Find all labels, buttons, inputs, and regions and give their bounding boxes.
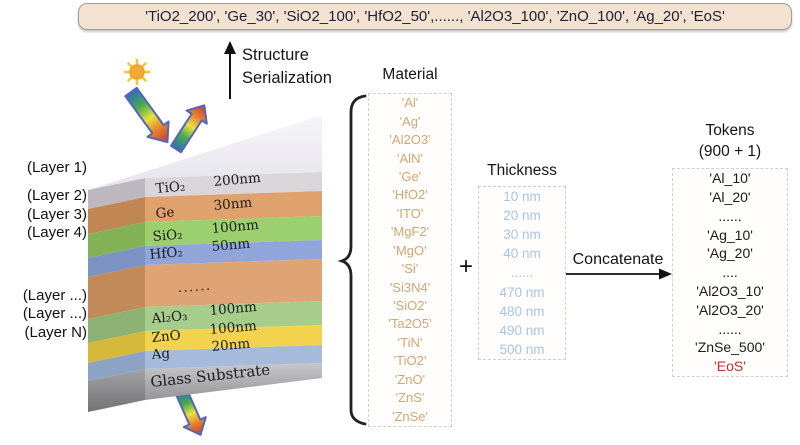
layer-tio2 [145,172,322,197]
material-item: 'Si' [401,261,419,277]
stack-front-face [145,172,322,400]
token-item: 'Al2O3_10' [696,283,764,300]
tokens-count: (900 + 1) [698,143,762,160]
token-item: 'Ag_10' [707,226,753,243]
material-item: 'TiO2' [393,353,427,369]
material-list: 'Al' 'Ag' 'Al2O3' 'AlN' 'Ge' 'HfO2' 'ITO… [368,93,452,427]
layer-hfo2 [145,240,322,265]
tokens-title: Tokens (900 + 1) [672,120,788,162]
token-item: ...... [718,207,742,224]
token-item: 'Al2O3_20' [696,301,764,318]
stack-material-ag: Ag [150,345,171,363]
layer-label-4: (Layer 4) [26,224,87,241]
layer-label-2: (Layer 2) [26,187,87,204]
token-item: 'Ag_20' [707,245,753,262]
layer-label-dots2: (Layer ...) [22,305,87,322]
stack-material-al2o3: Al₂O₃ [150,308,188,327]
stack-material-hfo2: HfO₂ [149,244,184,263]
layer-label-dots1: (Layer ...) [22,287,87,304]
layer-zno [145,325,322,351]
stack-thickness-tio2: 200nm [213,170,262,190]
thickness-item: 470 nm [499,284,545,300]
stack-thickness-al2o3: 100nm [209,299,258,319]
reflected-light-arrow [169,104,208,154]
stack-thickness-hfo2: 50nm [211,236,251,255]
stack-material-tio2: TiO₂ [155,178,186,197]
serialization-label: Structure Serialization [242,46,332,87]
material-item: 'MgO' [393,242,427,258]
stack-thickness-ge: 30nm [213,195,253,214]
stack-dots: ...... [177,279,212,296]
layer-ag [145,345,322,369]
thickness-item: 10 nm [503,189,541,205]
incident-light-arrow [124,86,170,144]
sun-icon [123,58,151,86]
stack-side-face [88,178,145,412]
stack-top-face [88,115,322,190]
material-title: Material [382,66,438,83]
material-item: 'Al2O3' [389,132,431,148]
layer-glass [145,363,322,400]
token-item: .... [722,264,738,281]
material-item: 'ITO' [396,205,424,221]
material-item: 'Ta2O5' [388,316,432,332]
stack-material-sio2: SiO₂ [152,226,183,245]
thickness-item: 480 nm [499,303,545,319]
token-item: 'ZnSe_500' [695,339,765,356]
material-item: 'Al' [401,95,419,111]
thickness-item: ...... [510,265,534,281]
layer-label-1: (Layer 1) [26,159,87,176]
token-item: 'Al_20' [709,188,751,205]
stack-thickness-ag: 20nm [211,336,251,355]
material-item: 'HfO2' [392,187,428,203]
material-item: 'AlN' [397,150,423,166]
material-item: 'ZnS' [395,390,425,406]
curly-brace [337,94,367,426]
token-item: ...... [718,320,742,337]
plus-sign: + [458,253,473,280]
thickness-list: 10 nm 20 nm 30 nm 40 nm ...... 470 nm 48… [478,186,566,360]
serialized-output-text: 'TiO2_200', 'Ge_30', 'SiO2_100', 'HfO2_5… [145,8,725,25]
layer-label-3: (Layer 3) [26,206,87,223]
material-item: 'Si3N4' [389,279,431,295]
stack-thickness-zno: 100nm [209,318,258,338]
material-item: 'ZnSe' [391,408,429,424]
layer-label-n: (Layer N) [24,324,87,341]
material-item: 'Ag' [399,113,421,129]
layer-dots [145,259,322,307]
thickness-item: 20 nm [503,208,541,224]
token-item: 'Al_10' [709,170,751,187]
thickness-item: 40 nm [503,246,541,262]
serialized-output-box: 'TiO2_200', 'Ge_30', 'SiO2_100', 'HfO2_5… [78,3,792,30]
material-item: 'MgF2' [390,224,430,240]
material-item: 'Ge' [398,168,422,184]
thickness-item: 30 nm [503,227,541,243]
material-item: 'SiO2' [393,298,427,314]
thickness-title: Thickness [487,162,557,179]
token-item-eos: 'EoS' [714,358,746,375]
serialization-arrow-icon [224,41,236,99]
stack-thickness-sio2: 100nm [211,217,260,237]
stack-material-zno: ZnO [151,328,181,346]
layer-ge [145,191,322,222]
stack-material-ge: Ge [155,204,175,222]
concatenate-label: Concatenate [572,251,664,268]
thickness-item: 490 nm [499,322,545,338]
layer-al2o3 [145,301,322,331]
material-item: 'ZnO' [394,371,426,387]
concatenate-arrow-icon [558,268,672,280]
material-item: 'TiN' [397,334,423,350]
layer-sio2 [145,216,322,246]
thickness-item: 500 nm [499,341,545,357]
tokens-list: 'Al_10' 'Al_20' ...... 'Ag_10' 'Ag_20' .… [672,168,788,377]
